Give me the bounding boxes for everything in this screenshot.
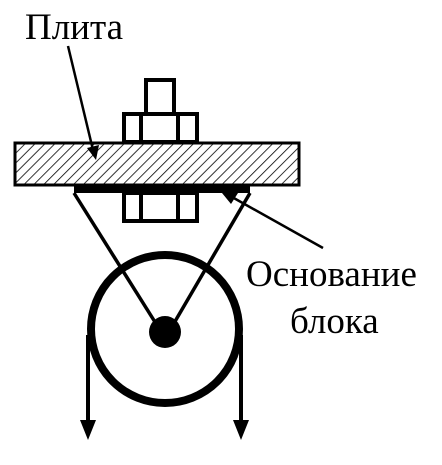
- plate: [13, 141, 301, 187]
- bracket-arm-left: [72, 192, 162, 331]
- pulley-wheel: [87, 251, 243, 407]
- bolt: [122, 78, 199, 144]
- rope-left: [80, 335, 96, 440]
- bottom-nut: [122, 191, 199, 223]
- bracket-arm-right: [168, 192, 252, 331]
- arrow-down-icon: [80, 420, 96, 440]
- arrow-down-icon: [233, 420, 249, 440]
- block-base-label-line1: Основание: [246, 254, 417, 295]
- rope-right: [233, 335, 249, 440]
- plate-leader: [66, 45, 99, 160]
- top-nut: [122, 112, 199, 144]
- pulley-axle: [149, 316, 181, 348]
- block-base-bar: [74, 185, 250, 193]
- block-base-leader: [222, 193, 324, 250]
- plate-label: Плита: [25, 7, 124, 48]
- block-base-label-line2: блока: [290, 301, 379, 342]
- bolt-shank-head: [144, 78, 176, 118]
